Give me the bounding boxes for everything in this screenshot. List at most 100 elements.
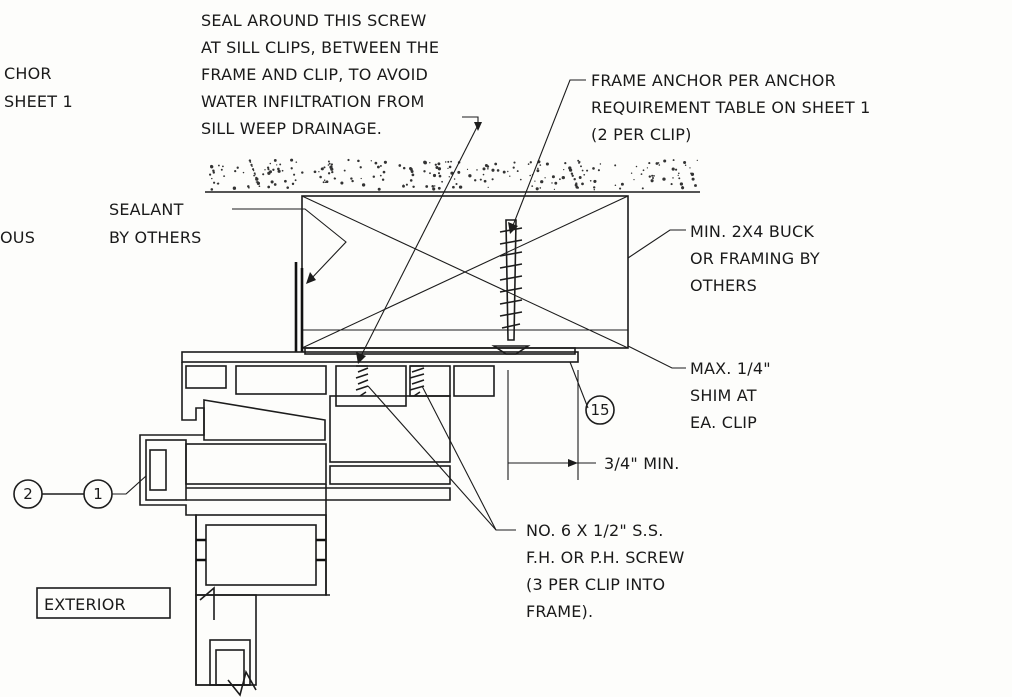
stipple-dot: [640, 173, 643, 175]
stipple-dot: [648, 175, 651, 178]
stipple-dot: [359, 166, 362, 169]
stipple-dot: [216, 183, 219, 185]
window-frame-profile: [139, 351, 579, 697]
stipple-dot: [434, 163, 437, 166]
stipple-dot: [452, 185, 455, 189]
stipple-dot: [429, 172, 431, 175]
stipple-dot: [253, 174, 255, 177]
stipple-dot: [619, 187, 622, 190]
stipple-dot: [323, 179, 326, 181]
frame-anchor-screw: [491, 219, 531, 355]
stipple-dot: [405, 183, 408, 186]
stipple-dot: [328, 162, 331, 165]
stipple-dot: [447, 160, 450, 163]
stipple-dot: [343, 169, 346, 172]
stipple-dot: [318, 171, 320, 173]
stipple-dot: [483, 179, 487, 183]
stipple-dot: [360, 177, 362, 180]
stipple-dot: [234, 169, 237, 173]
stipple-dot: [251, 165, 253, 168]
stipple-dot: [559, 178, 561, 181]
stipple-dot: [494, 162, 498, 166]
dimension-label: 3/4" MIN.: [604, 454, 680, 473]
stipple-dot: [279, 163, 282, 166]
stipple-dot: [578, 176, 582, 179]
stipple-dot: [663, 159, 667, 163]
stipple-dot: [398, 164, 402, 167]
stipple-dot: [286, 186, 289, 189]
stipple-dot: [653, 175, 655, 177]
stipple-dot: [529, 161, 532, 164]
stipple-dot: [513, 161, 516, 164]
stipple-dot: [281, 169, 284, 172]
stipple-dot: [578, 161, 580, 164]
stipple-dot: [264, 169, 266, 171]
stipple-dot: [539, 187, 542, 189]
stipple-dot: [412, 185, 415, 189]
stipple-dot: [220, 168, 223, 171]
stipple-dot: [455, 182, 458, 186]
stipple-dot: [551, 175, 555, 179]
stipple-dot: [534, 180, 536, 182]
callout-left-fragments: CHOR SHEET 1 OUS: [0, 64, 73, 247]
clip-screws: [355, 365, 425, 397]
tag-1: 1: [83, 479, 113, 509]
stipple-dot: [589, 179, 592, 182]
stipple-dot: [509, 175, 511, 177]
stipple-dot: [211, 177, 213, 180]
stipple-dot: [580, 165, 582, 168]
stipple-dot: [327, 164, 330, 166]
stipple-dot: [641, 187, 644, 190]
stipple-dot: [593, 186, 596, 189]
left-anchor-line-2: SHEET 1: [4, 92, 73, 111]
stipple-dot: [448, 176, 451, 178]
stipple-dot: [327, 172, 331, 175]
stipple-dot: [273, 158, 277, 162]
stipple-dot: [273, 183, 277, 186]
seal-screw-line-2: AT SILL CLIPS, BETWEEN THE: [201, 38, 439, 57]
stipple-dot: [266, 166, 270, 169]
stipple-dot: [327, 160, 330, 163]
stipple-dot: [573, 177, 576, 181]
stipple-dot: [293, 173, 296, 176]
shim: [304, 347, 576, 355]
stipple-dot: [696, 159, 698, 162]
callout-sealant: SEALANT BY OTHERS: [109, 200, 202, 247]
stipple-dot: [423, 170, 426, 173]
stipple-dot: [536, 169, 540, 173]
callout-buck: MIN. 2X4 BUCK OR FRAMING BY OTHERS: [690, 222, 820, 295]
stipple-dot: [496, 169, 500, 172]
stipple-dot: [325, 180, 329, 183]
stipple-dot: [535, 187, 539, 191]
stipple-dot: [381, 178, 385, 181]
callout-frame-anchor: FRAME ANCHOR PER ANCHOR REQUIREMENT TABL…: [591, 71, 870, 144]
stipple-dot: [450, 160, 453, 163]
stipple-dot: [253, 172, 256, 175]
stipple-dot: [689, 167, 691, 169]
stipple-dot: [519, 178, 522, 181]
stipple-dot: [290, 158, 294, 162]
stipple-dot: [684, 164, 687, 167]
stipple-dot: [291, 182, 295, 186]
stipple-dot: [544, 177, 546, 179]
concrete-substrate: [205, 158, 700, 193]
stipple-dot: [537, 167, 539, 170]
stipple-dot: [447, 167, 449, 170]
stipple-dot: [295, 161, 298, 163]
stipple-dot: [372, 175, 376, 178]
stipple-dot: [482, 167, 486, 171]
stipple-dot: [581, 182, 584, 186]
seal-screw-line-5: SILL WEEP DRAINAGE.: [201, 119, 382, 138]
stipple-dot: [658, 164, 661, 166]
stipple-dot: [630, 172, 633, 174]
stipple-dot: [429, 162, 431, 164]
sealant-line-2: BY OTHERS: [109, 228, 202, 247]
stipple-dot: [252, 168, 255, 171]
stipple-dot: [571, 174, 574, 177]
stipple-dot: [694, 184, 697, 187]
stipple-dot: [402, 184, 405, 188]
stipple-dot: [357, 159, 360, 163]
left-anchor-line-1: CHOR: [4, 64, 52, 83]
stipple-dot: [564, 162, 567, 165]
stipple-dot: [313, 170, 317, 174]
